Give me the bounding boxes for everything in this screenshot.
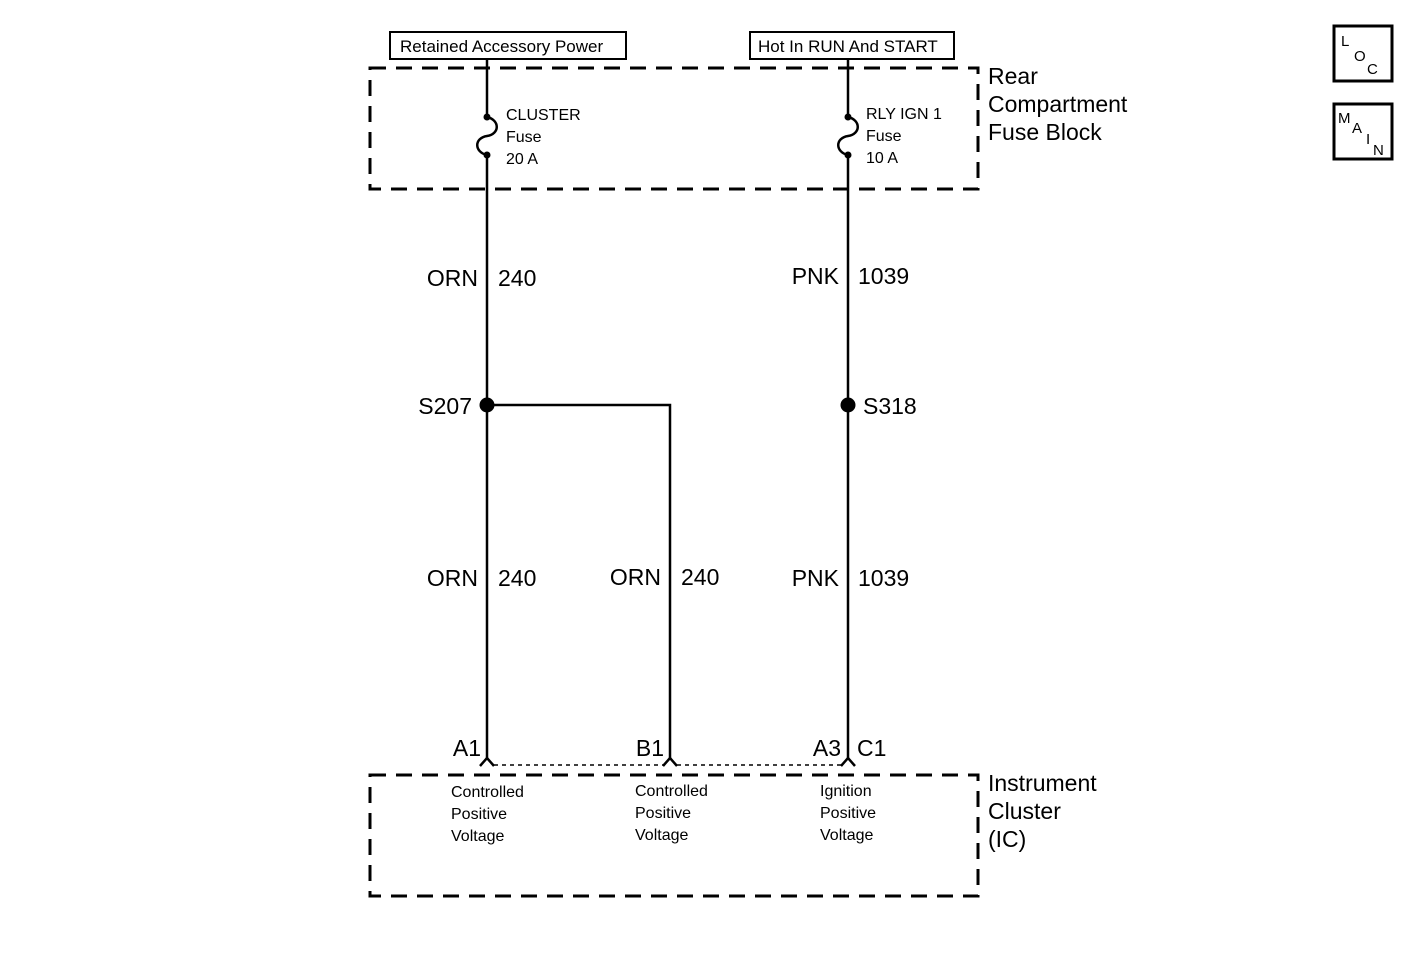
source-right-label: Hot In RUN And START [758, 37, 938, 56]
source-hot-in-run-and-start: Hot In RUN And START [749, 31, 955, 60]
wire-label-lower-mid: ORN 240 [610, 564, 720, 590]
wire-label-lower-left: ORN 240 [427, 565, 537, 591]
pin-b1-description: Controlled Positive Voltage [635, 783, 708, 844]
svg-text:O: O [1354, 48, 1366, 65]
instrument-cluster-label: Instrument Cluster (IC) [988, 770, 1097, 852]
source-retained-accessory-power: Retained Accessory Power [389, 31, 627, 60]
svg-text:Rear: Rear [988, 63, 1038, 89]
splice-s207: S207 [418, 393, 495, 419]
pin-b1-label: B1 [636, 735, 664, 761]
svg-text:RLY IGN 1: RLY IGN 1 [866, 106, 942, 123]
svg-text:PNK: PNK [792, 263, 840, 289]
svg-text:Cluster: Cluster [988, 798, 1061, 824]
svg-text:L: L [1341, 33, 1349, 50]
svg-text:Positive: Positive [820, 805, 876, 822]
fuse-cluster-symbol [476, 113, 498, 159]
svg-text:(IC): (IC) [988, 826, 1026, 852]
svg-text:240: 240 [498, 565, 536, 591]
fuse-rly-ign-1-symbol [837, 113, 859, 159]
svg-text:CLUSTER: CLUSTER [506, 107, 581, 124]
pin-a3-description: Ignition Positive Voltage [820, 783, 876, 844]
svg-text:Voltage: Voltage [820, 827, 873, 844]
svg-text:10 A: 10 A [866, 150, 898, 167]
wire-label-lower-right: PNK 1039 [792, 565, 909, 591]
svg-text:PNK: PNK [792, 565, 840, 591]
svg-text:ORN: ORN [610, 564, 661, 590]
svg-text:M: M [1338, 110, 1351, 127]
svg-text:N: N [1373, 142, 1384, 159]
connector-c1: A1 B1 A3 C1 [453, 735, 886, 767]
fuse-block-label: Rear Compartment Fuse Block [988, 63, 1128, 145]
wire-label-upper-left: ORN 240 [427, 265, 537, 291]
svg-text:Fuse: Fuse [506, 129, 542, 146]
svg-text:Positive: Positive [635, 805, 691, 822]
svg-text:Controlled: Controlled [635, 783, 708, 800]
svg-text:A: A [1352, 120, 1362, 137]
source-left-label: Retained Accessory Power [400, 37, 603, 56]
svg-text:1039: 1039 [858, 565, 909, 591]
fuse-rly-ign-1-label: RLY IGN 1 Fuse 10 A [866, 106, 942, 167]
pin-a1-terminal [479, 756, 495, 767]
svg-text:Fuse Block: Fuse Block [988, 119, 1102, 145]
wire-circuit-240-branch [487, 403, 672, 758]
svg-text:Ignition: Ignition [820, 783, 872, 800]
wire-label-upper-right: PNK 1039 [792, 263, 909, 289]
pin-a3-terminal [840, 756, 856, 767]
svg-text:S318: S318 [863, 393, 917, 419]
pin-a1-label: A1 [453, 735, 481, 761]
svg-text:I: I [1366, 131, 1370, 148]
pin-a1-description: Controlled Positive Voltage [451, 784, 524, 845]
pin-a3-label: A3 [813, 735, 841, 761]
fuse-cluster-label: CLUSTER Fuse 20 A [506, 107, 581, 168]
svg-text:Controlled: Controlled [451, 784, 524, 801]
splice-s318: S318 [840, 393, 917, 419]
svg-text:Fuse: Fuse [866, 128, 902, 145]
location-view-icon[interactable]: L O C [1332, 24, 1394, 83]
svg-text:1039: 1039 [858, 263, 909, 289]
svg-text:Voltage: Voltage [451, 828, 504, 845]
svg-text:S207: S207 [418, 393, 472, 419]
pin-b1-terminal [662, 756, 678, 767]
svg-text:Compartment: Compartment [988, 91, 1128, 117]
svg-text:20 A: 20 A [506, 151, 538, 168]
main-menu-icon[interactable]: M A I N [1332, 102, 1394, 161]
svg-text:C: C [1367, 61, 1378, 78]
svg-text:ORN: ORN [427, 265, 478, 291]
svg-text:Voltage: Voltage [635, 827, 688, 844]
svg-text:240: 240 [681, 564, 719, 590]
svg-text:240: 240 [498, 265, 536, 291]
connector-name: C1 [857, 735, 886, 761]
svg-text:Instrument: Instrument [988, 770, 1097, 796]
svg-text:ORN: ORN [427, 565, 478, 591]
svg-text:Positive: Positive [451, 806, 507, 823]
